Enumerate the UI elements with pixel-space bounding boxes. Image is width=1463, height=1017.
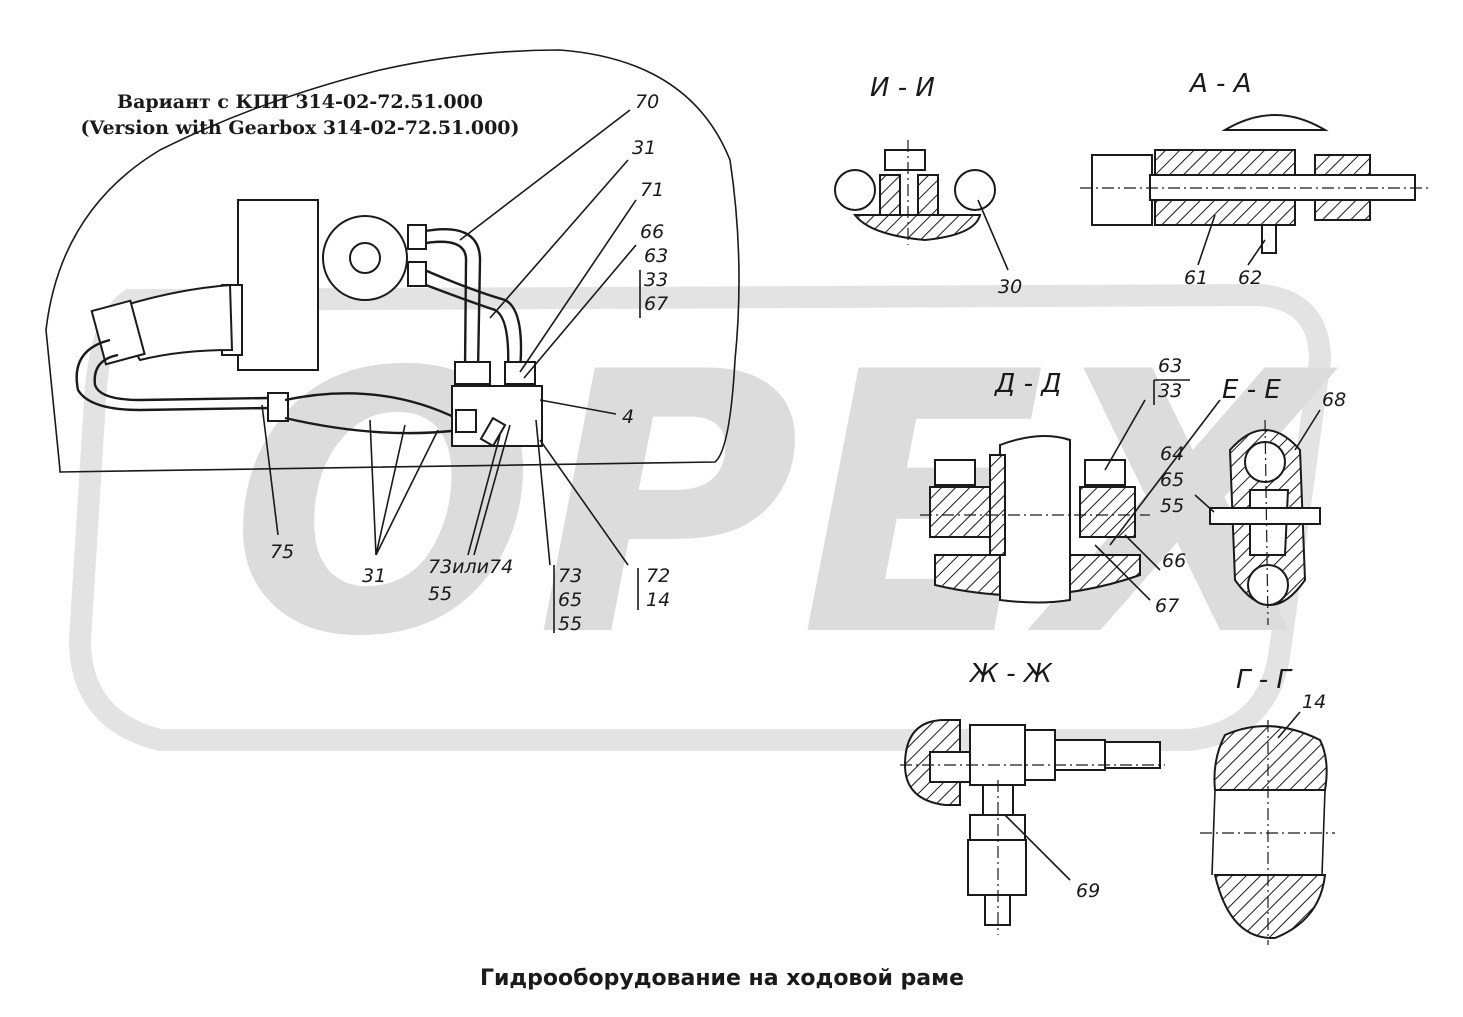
section-zhzh: Ж - Ж 69: [900, 659, 1165, 935]
section-dd: Д - Д 63 33 66 67: [920, 355, 1190, 617]
section-ee: Е - Е 68 64 65 55: [1109, 375, 1346, 626]
section-gg-callout-14: 14: [1302, 691, 1326, 713]
section-ee-callout-68: 68: [1322, 389, 1346, 411]
section-ii: И - И 30: [834, 73, 1022, 298]
variant-line1: Вариант с КПП 314-02-72.51.000: [117, 91, 483, 113]
callout-55b: 55: [558, 613, 582, 635]
callout-14: 14: [646, 589, 670, 611]
variant-line2: (Version with Gearbox 314-02-72.51.000): [80, 117, 519, 139]
callout-73-or-74: 73или74: [428, 556, 513, 578]
callout-71: 71: [640, 179, 664, 201]
main-assembly: [75, 199, 543, 448]
section-ee-callout-55: 55: [1160, 495, 1184, 517]
section-aa-callout-62: 62: [1238, 267, 1262, 289]
section-ee-callout-64: 64: [1160, 443, 1184, 465]
callout-31-bottom: 31: [362, 565, 386, 587]
callout-31-top: 31: [632, 137, 656, 159]
section-dd-callout-33: 33: [1158, 380, 1182, 402]
callout-4: 4: [622, 406, 634, 428]
section-ii-callout-30: 30: [998, 276, 1022, 298]
section-aa: А - А 61 62: [1080, 69, 1430, 289]
section-dd-title: Д - Д: [994, 369, 1062, 399]
variant-outline: [45, 49, 740, 473]
main-leaders: [261, 109, 641, 633]
callout-70: 70: [635, 91, 659, 113]
section-dd-callout-66: 66: [1162, 550, 1186, 572]
watermark: OPEX: [68, 283, 1338, 751]
callout-67: 67: [644, 293, 668, 315]
callout-63: 63: [644, 245, 668, 267]
callout-66: 66: [640, 221, 664, 243]
section-aa-title: А - А: [1188, 69, 1251, 99]
section-ee-title: Е - Е: [1222, 375, 1281, 405]
gearbox-body: [237, 199, 319, 371]
callout-55: 55: [428, 583, 452, 605]
section-ee-callout-65: 65: [1160, 469, 1184, 491]
section-gg: Г - Г 14: [1200, 665, 1335, 945]
section-dd-callout-67: 67: [1155, 595, 1179, 617]
watermark-text: OPEX: [230, 296, 1338, 715]
section-zhzh-title: Ж - Ж: [968, 659, 1053, 689]
callout-75: 75: [270, 541, 294, 563]
diagram-caption: Гидрооборудование на ходовой раме: [480, 966, 964, 991]
section-gg-title: Г - Г: [1236, 665, 1293, 695]
section-aa-callout-61: 61: [1184, 267, 1208, 289]
callout-72: 72: [646, 565, 670, 587]
callout-73: 73: [558, 565, 582, 587]
section-ii-title: И - И: [870, 73, 935, 103]
callout-65: 65: [558, 589, 582, 611]
callout-33: 33: [644, 269, 668, 291]
section-zhzh-callout-69: 69: [1076, 880, 1100, 902]
section-dd-callout-63: 63: [1158, 355, 1182, 377]
